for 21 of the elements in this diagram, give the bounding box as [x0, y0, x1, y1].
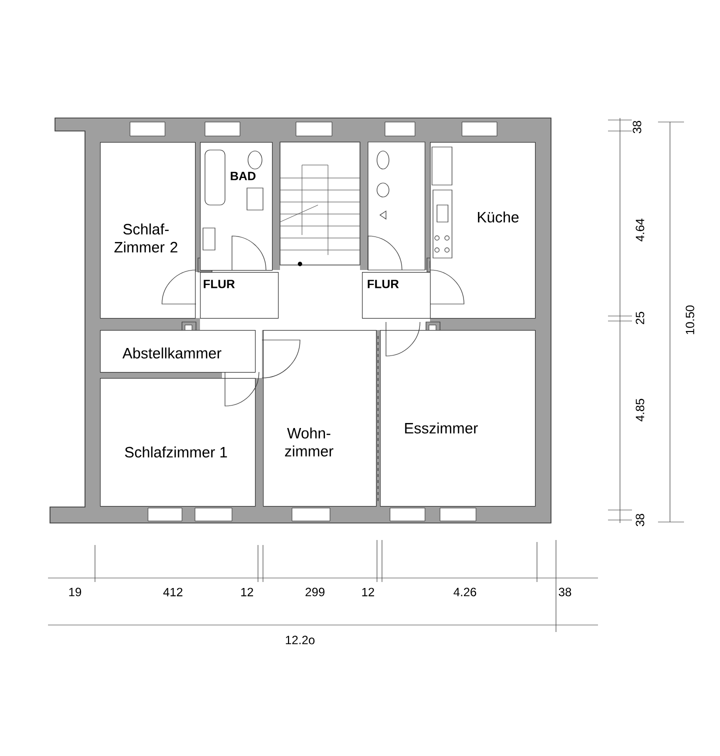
room: Wohn- zimmer — [263, 330, 377, 507]
room: FLUR — [362, 272, 431, 319]
room: Schlafzimmer 1 — [100, 378, 256, 507]
dimension-label: 38 — [634, 512, 646, 528]
dimension-label: 10.50 — [684, 304, 696, 336]
dimension-label: 25 — [634, 310, 646, 326]
dimension-label: 12 — [360, 586, 376, 598]
dimension-label: 12.2o — [284, 634, 316, 646]
dimension-label: 38 — [632, 119, 642, 135]
room: Esszimmer — [380, 330, 536, 507]
dimension-label: 4.64 — [634, 217, 646, 243]
room: Küche — [430, 142, 536, 319]
room: FLUR — [200, 272, 279, 319]
dimension-label: 4.26 — [452, 586, 478, 598]
dimension-label: 4.85 — [634, 397, 646, 423]
room: Schlaf- Zimmer 2 — [100, 142, 196, 319]
dimension-label: 412 — [162, 586, 184, 598]
dimension-label: 19 — [67, 586, 83, 598]
dimension-label: 299 — [304, 586, 326, 598]
dimension-label: 38 — [557, 586, 573, 598]
dimension-label: 12 — [239, 586, 255, 598]
